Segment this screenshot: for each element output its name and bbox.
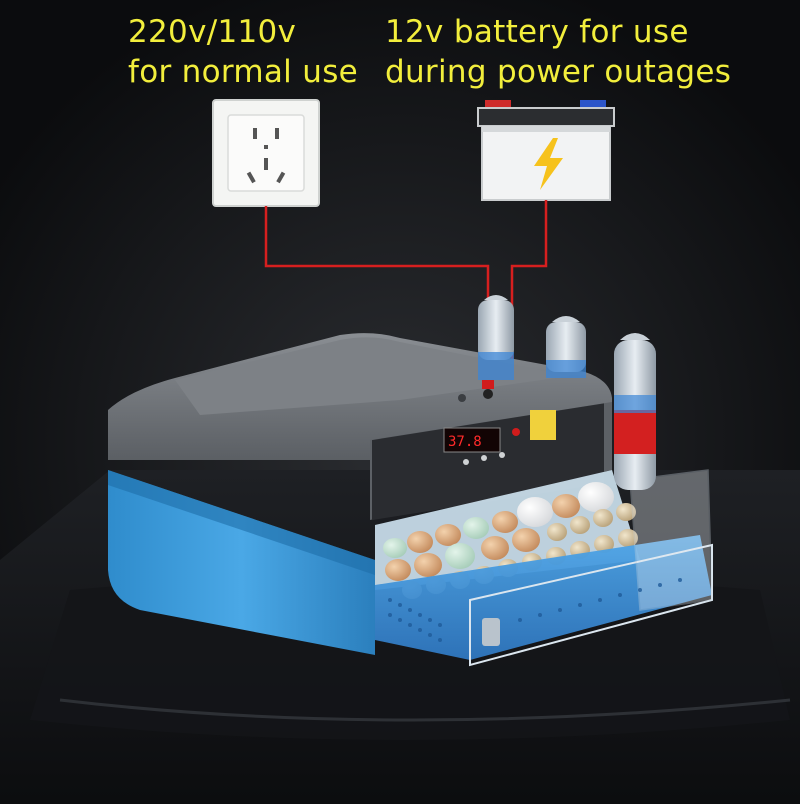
mains-power-caption-line2: for normal use bbox=[128, 54, 359, 90]
car-battery-icon bbox=[477, 100, 615, 201]
temperature-display: 37.8 bbox=[448, 434, 482, 450]
mains-power-caption: 220v/110v for normal use bbox=[128, 12, 358, 92]
bottle-right bbox=[614, 333, 656, 490]
incubator-body bbox=[108, 430, 375, 655]
battery-power-caption-line1: 12v battery for use bbox=[385, 14, 689, 50]
bottle-middle bbox=[546, 316, 586, 378]
battery-power-caption: 12v battery for use during power outages bbox=[385, 12, 731, 92]
water-bottles bbox=[478, 295, 656, 490]
wall-socket-icon bbox=[212, 99, 320, 207]
battery-power-caption-line2: during power outages bbox=[385, 54, 732, 90]
mains-power-caption-line1: 220v/110v bbox=[128, 14, 297, 50]
lightning-bolt-icon bbox=[534, 138, 563, 190]
bottle-left bbox=[478, 295, 514, 380]
egg-tray-drawer bbox=[375, 469, 713, 667]
